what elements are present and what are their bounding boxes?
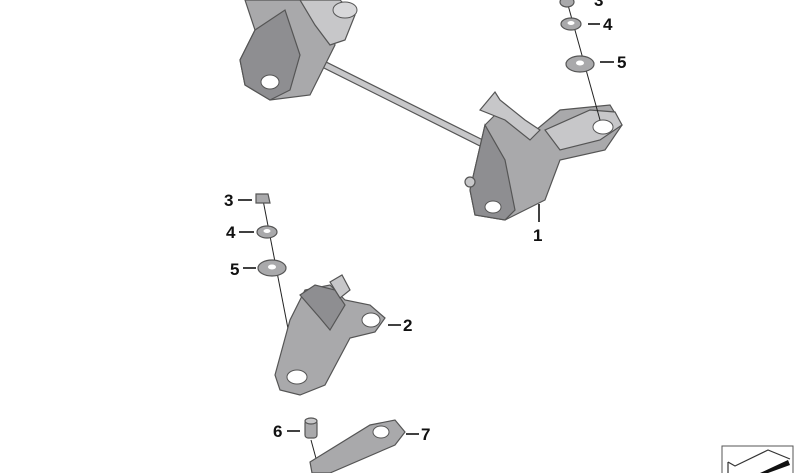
callout-1: 1 bbox=[533, 204, 542, 245]
lock-bracket-right bbox=[464, 90, 623, 221]
fasteners-top-right bbox=[559, 0, 601, 121]
connecting-rod bbox=[310, 57, 497, 152]
svg-text:4: 4 bbox=[603, 15, 613, 34]
callout-2: 2 bbox=[388, 316, 412, 335]
view-orientation-icon[interactable] bbox=[721, 445, 794, 473]
callout-5: 5 bbox=[230, 260, 256, 279]
callout-4-top: 4 bbox=[588, 15, 613, 34]
striker-part-2 bbox=[274, 274, 386, 396]
callout-7: 7 bbox=[406, 425, 430, 444]
svg-text:7: 7 bbox=[421, 425, 430, 444]
svg-text:5: 5 bbox=[230, 260, 239, 279]
callout-5-top: 5 bbox=[600, 53, 626, 72]
lock-bracket-left bbox=[239, 0, 358, 101]
svg-text:1: 1 bbox=[533, 226, 542, 245]
svg-text:5: 5 bbox=[617, 53, 626, 72]
svg-text:4: 4 bbox=[226, 223, 236, 242]
callout-3: 3 bbox=[224, 191, 252, 210]
bushing-part-6 bbox=[304, 417, 321, 473]
plate-part-7 bbox=[309, 419, 406, 473]
svg-text:2: 2 bbox=[403, 316, 412, 335]
fasteners-left bbox=[255, 193, 298, 376]
svg-text:3: 3 bbox=[224, 191, 233, 210]
svg-text:6: 6 bbox=[273, 422, 282, 441]
callout-6: 6 bbox=[273, 422, 300, 441]
svg-text:3: 3 bbox=[594, 0, 603, 10]
callout-4: 4 bbox=[226, 223, 254, 242]
callout-3-top: 3 bbox=[594, 0, 603, 10]
